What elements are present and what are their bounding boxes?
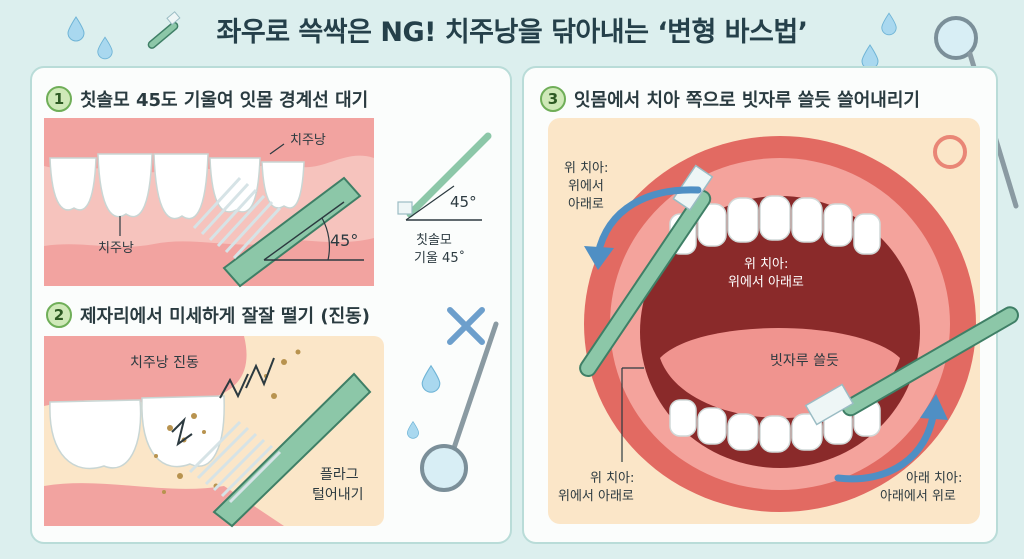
mouth-mirror-icon (420, 321, 499, 492)
step-title: 잇몸에서 치아 쪽으로 빗자루 쓸듯 쓸어내리기 (574, 90, 920, 111)
toothbrush-icon (397, 132, 492, 221)
step-number: 1 (46, 86, 72, 112)
caption-line-1: 칫솔모 (416, 233, 452, 248)
water-drop-icon (67, 16, 85, 42)
step-title: 제자리에서 미세하게 잘잘 떨기 (진동) (80, 306, 370, 327)
sweep-arrow-icon (834, 406, 938, 483)
small-angle-label: 45° (450, 193, 477, 211)
vibration-label: 치주낭 진동 (130, 355, 199, 371)
lower-left-label-2: 위에서 아래로 (558, 489, 634, 504)
water-drop-icon (421, 364, 441, 393)
page-title: 좌우로 쓱싹은 NG! 치주낭을 닦아내는 ‘변형 바스법’ (216, 17, 808, 48)
step-3-heading: 3 잇몸에서 치아 쪽으로 빗자루 쓸듯 쓸어내리기 (540, 86, 920, 112)
step1-illustration (44, 118, 374, 288)
upper-side-label-1: 위 치아: (564, 161, 609, 176)
plaque-label-line-2: 털어내기 (312, 487, 364, 503)
sweep-arrow-icon (594, 186, 702, 258)
step2-illustration (44, 336, 384, 528)
step-number: 2 (46, 302, 72, 328)
water-drop-icon (881, 12, 897, 36)
circle-ok-icon (933, 135, 967, 169)
lower-right-label-2: 아래에서 위로 (880, 489, 956, 504)
caption-line-2: 기울 45˚ (414, 251, 466, 266)
step-2-heading: 2 제자리에서 미세하게 잘잘 떨기 (진동) (46, 302, 370, 328)
step-title: 칫솔모 45도 기울여 잇몸 경계선 대기 (80, 90, 369, 111)
x-mark-icon (447, 307, 485, 345)
toothbrush-icon (147, 11, 181, 49)
lower-left-label-1: 위 치아: (590, 471, 635, 486)
mouth-illustration (548, 118, 1019, 524)
step-number: 3 (540, 86, 566, 112)
pocket-label-top: 치주낭 (290, 133, 326, 148)
step-1-heading: 1 칫솔모 45도 기울여 잇몸 경계선 대기 (46, 86, 368, 112)
water-drop-icon (407, 420, 419, 439)
upper-mid-label-1: 위 치아: (744, 257, 789, 272)
upper-side-label-3: 아래로 (568, 197, 604, 212)
angle-guide (263, 201, 364, 261)
upper-mid-label-2: 위에서 아래로 (728, 275, 804, 290)
upper-side-label-2: 위에서 (568, 179, 604, 194)
broom-label: 빗자루 쓸듯 (770, 353, 839, 369)
pocket-label-bottom: 치주낭 (98, 241, 134, 256)
angle-label: 45° (330, 231, 359, 250)
lower-right-label-1: 아래 치아: (906, 471, 963, 486)
water-drop-icon (97, 36, 113, 60)
plaque-label-line-1: 플라그 (320, 467, 359, 483)
